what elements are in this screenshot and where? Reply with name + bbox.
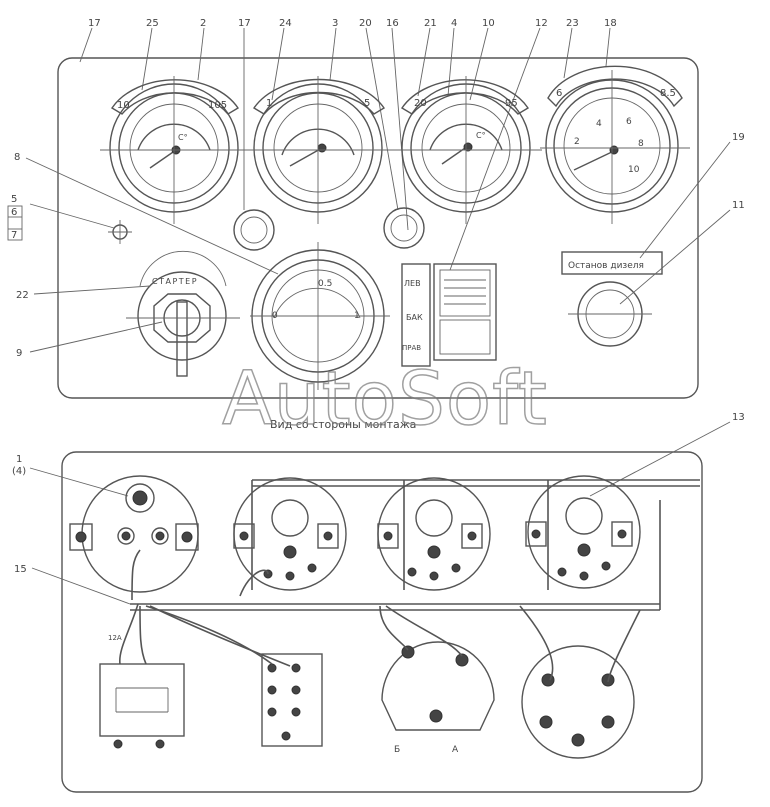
callout-bottom-15: 15 [14,564,27,575]
tacho-tick-10: 10 [628,165,640,175]
top-leader-lines [79,27,611,271]
tacho-tick-4: 4 [596,119,602,129]
callout-left-6: 6 [11,207,17,218]
gauge2-scale-left: 1 [266,98,272,109]
callout-top-1: 17 [88,18,101,29]
starter-switch: СТАРТЕР [126,250,240,377]
callout-top-14: 18 [604,18,617,29]
rear-gauge-1 [233,477,347,591]
callout-top-11: 10 [482,18,495,29]
gauge2-scale-right: 5 [364,98,370,109]
ammeter-right: 1 [354,311,360,321]
starter-label: СТАРТЕР [152,277,198,286]
callout-box-567 [7,205,23,241]
ammeter-left: 0 [272,311,278,321]
warning-lamp-right [383,207,425,249]
warning-lamp-left [233,209,275,251]
callout-top-8: 16 [386,18,399,29]
callout-top-2: 25 [146,18,159,29]
rear-gauge-3 [525,475,641,589]
ammeter: 0.5 0 1 [250,242,390,390]
gauge4-scale-left: 6 [556,88,562,99]
gauge1-scale-right: 105 [208,100,227,111]
rear-panel-outline [61,451,703,793]
wire-label: 12А [108,634,122,642]
engine-stop-button: Останов дизеля [561,251,663,347]
indicator-lamp-small [29,203,132,244]
callout-bottom-13: 13 [732,412,745,423]
relay-block [99,663,185,749]
callout-right-19: 19 [732,132,745,143]
callout-top-5: 24 [279,18,292,29]
connector-block [261,653,323,747]
callout-left-5: 5 [11,194,17,205]
callout-top-6: 3 [332,18,338,29]
gauge3-scale-right: 95 [505,98,518,109]
gauge-pressure: 1 5 [246,76,396,224]
gauge3-scale-left: 20 [414,98,427,109]
callout-left-7: 7 [11,230,17,241]
tacho-tick-2: 2 [574,137,580,147]
callout-top-7: 20 [359,18,372,29]
gauge1-unit: C° [178,133,188,142]
callout-bottom-1: 1 [16,454,22,465]
callout-left-22: 22 [16,290,29,301]
callout-bottom-4: (4) [12,466,26,477]
gauge3-unit: C° [476,131,486,140]
callout-left-8: 8 [14,152,20,163]
rear-terminal-a: А [452,745,459,755]
callout-top-9: 21 [424,18,437,29]
callout-top-13: 23 [566,18,579,29]
tacho-tick-6: 6 [626,117,632,127]
wire-harness [119,479,700,683]
ammeter-mid: 0.5 [318,279,332,289]
rear-fuel-gauge [521,645,635,759]
gauge-temp-1: 10 105 C° [100,76,250,224]
rear-terminal-b: Б [394,745,400,755]
fuel-switch-mid: БАК [406,313,423,322]
callout-right-11: 11 [732,200,745,211]
callout-top-3: 2 [200,18,206,29]
rear-starter-switch [69,475,199,593]
rear-gauge-2 [377,477,491,591]
callout-top-4: 17 [238,18,251,29]
gauge4-scale-right: 8.5 [660,88,676,99]
rear-ammeter: Б А [381,641,495,755]
front-panel-outline [57,57,699,399]
fuel-tank-switch: ЛЕВ БАК ПРАВ [401,263,497,367]
gauge-tachometer: 6 8.5 2 4 6 8 10 [540,65,690,224]
gauge1-scale-left: 10 [117,100,130,111]
caption: Вид со стороны монтажа [270,418,416,431]
tacho-tick-8: 8 [638,139,644,149]
stop-label: Останов дизеля [568,261,644,271]
callout-top-12: 12 [535,18,548,29]
callout-left-9: 9 [16,348,22,359]
fuel-switch-bottom: ПРАВ [402,344,421,352]
callout-top-10: 4 [451,18,457,29]
fuel-switch-top: ЛЕВ [404,279,421,288]
gauge-temp-2: 20 95 C° [394,76,542,224]
